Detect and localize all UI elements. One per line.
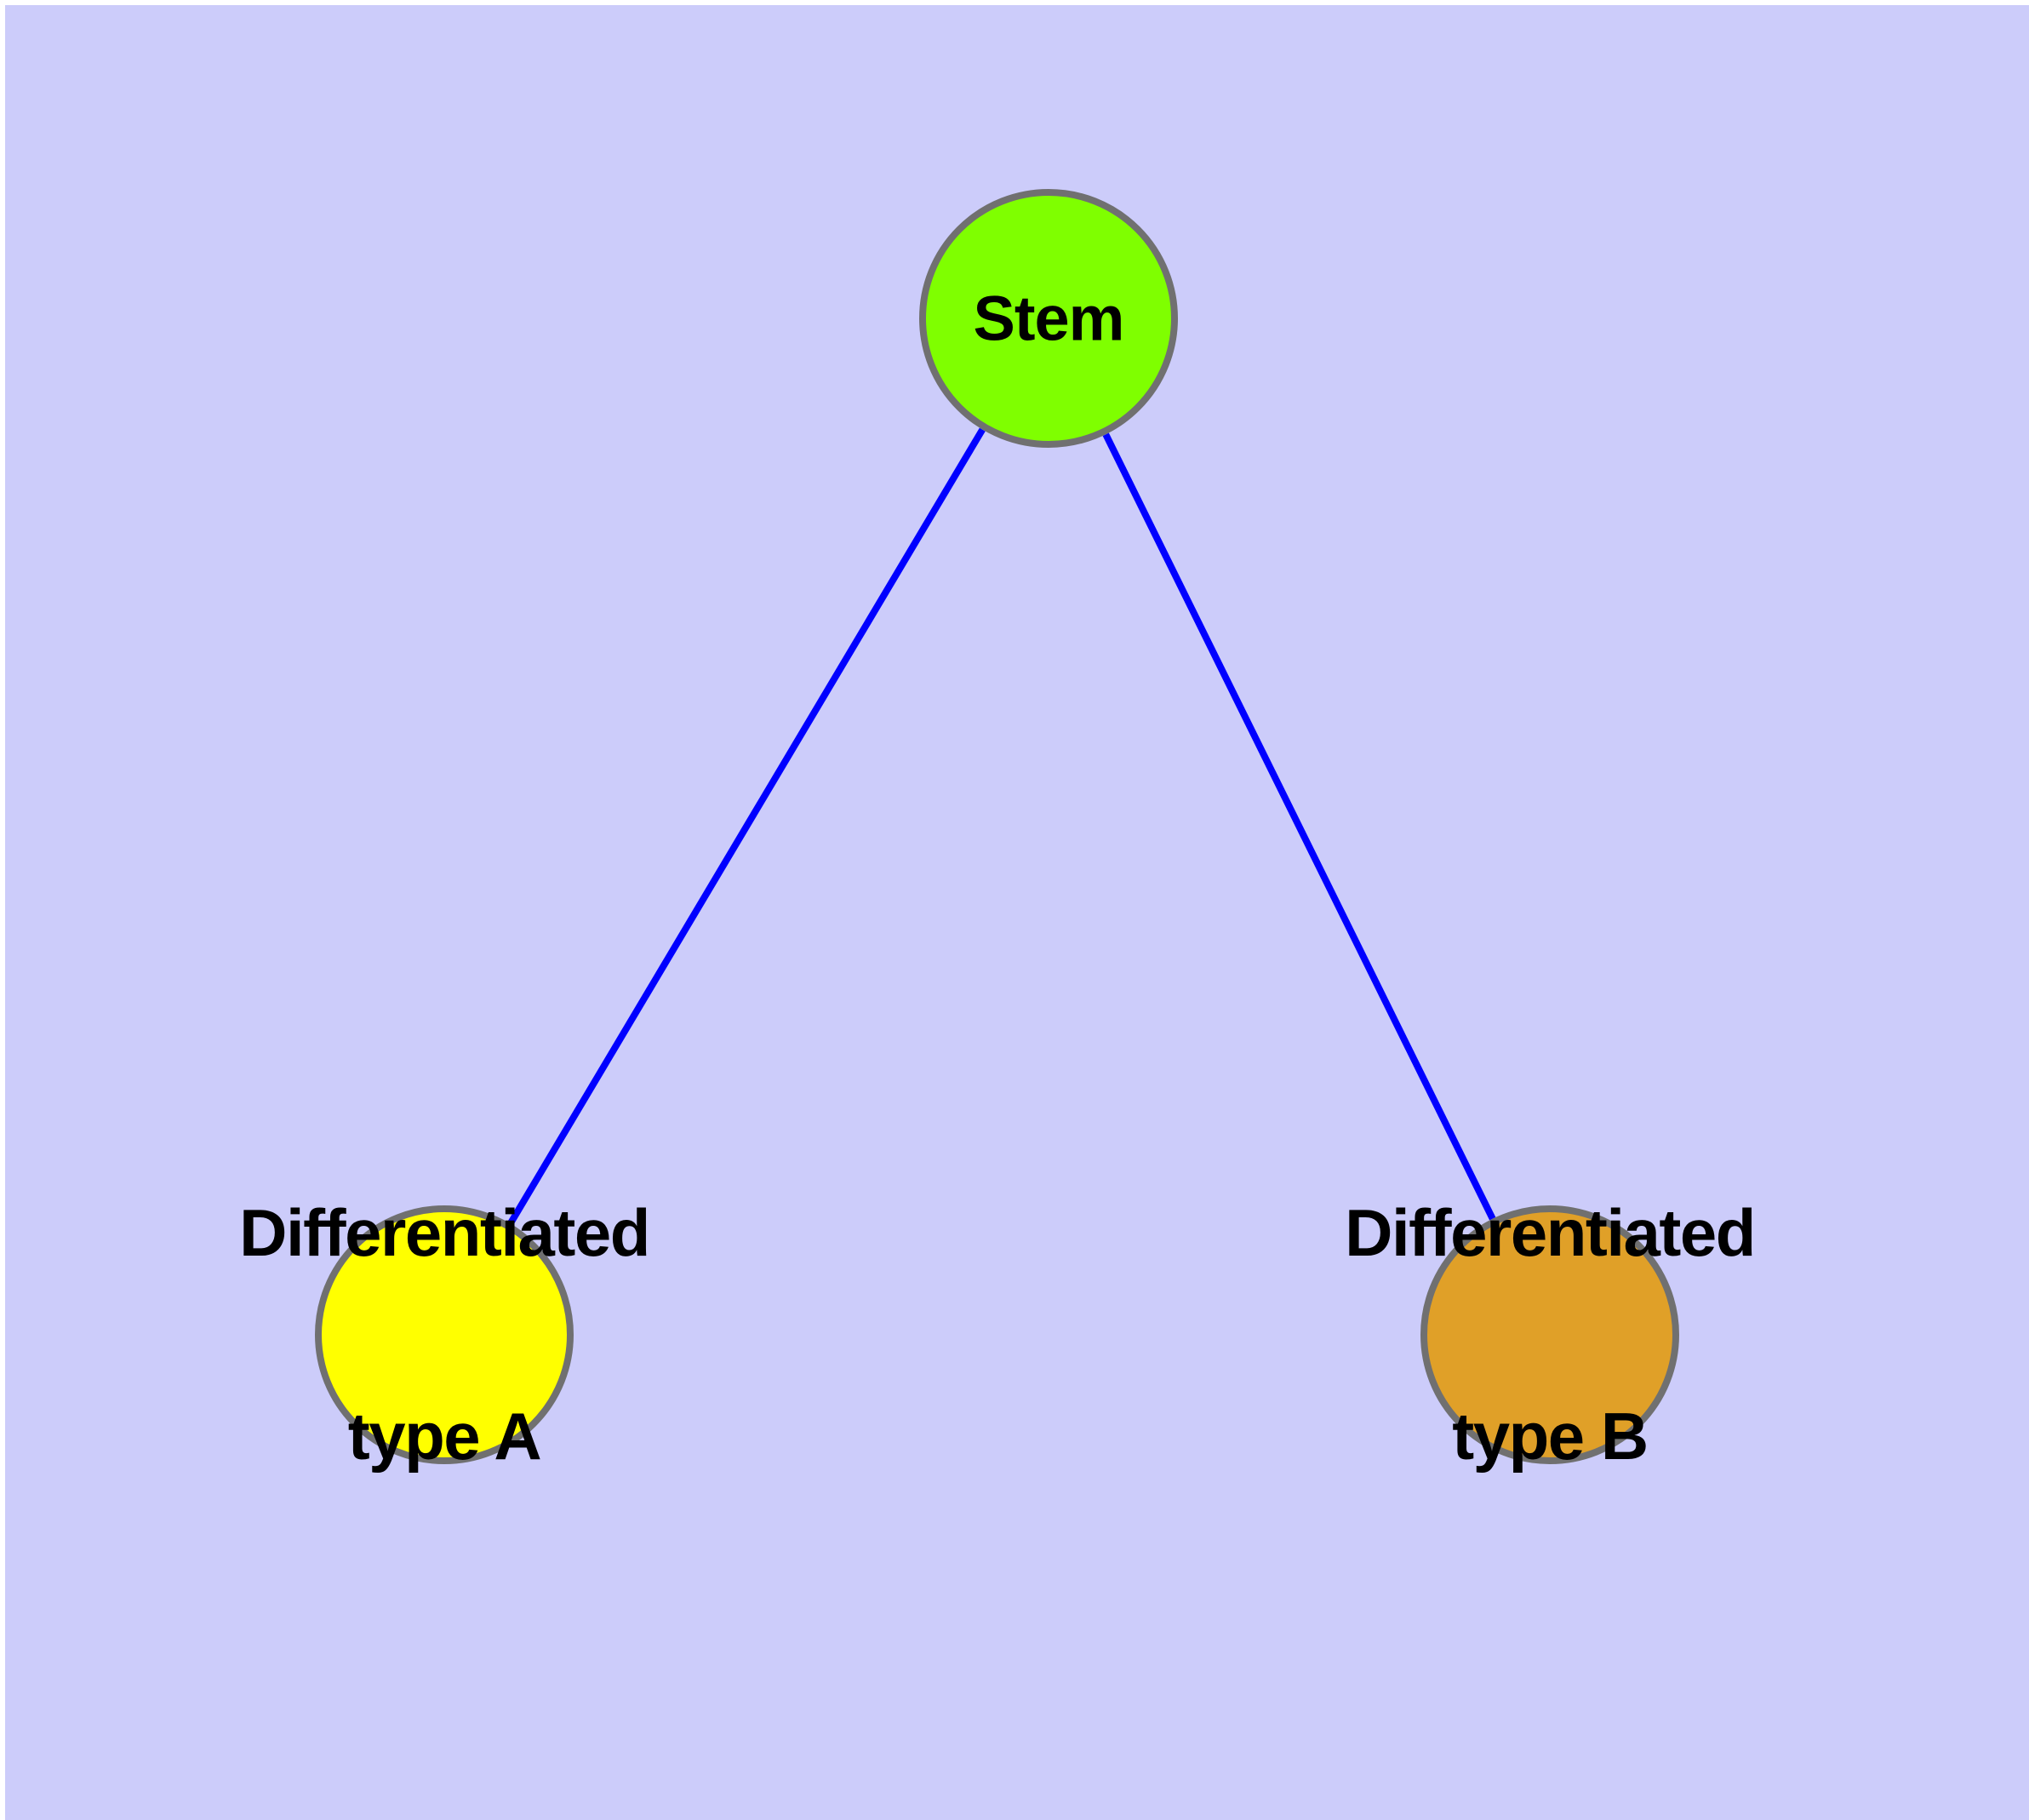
node-differentiated-type-b[interactable] [1420, 1205, 1679, 1464]
edge-layer [507, 427, 1496, 1226]
node-layer [315, 189, 1679, 1464]
edge-stem-to-type-a[interactable] [507, 427, 986, 1226]
node-differentiated-type-a[interactable] [315, 1205, 574, 1464]
node-stem[interactable] [919, 189, 1178, 448]
edge-stem-to-type-b[interactable] [1102, 432, 1496, 1221]
